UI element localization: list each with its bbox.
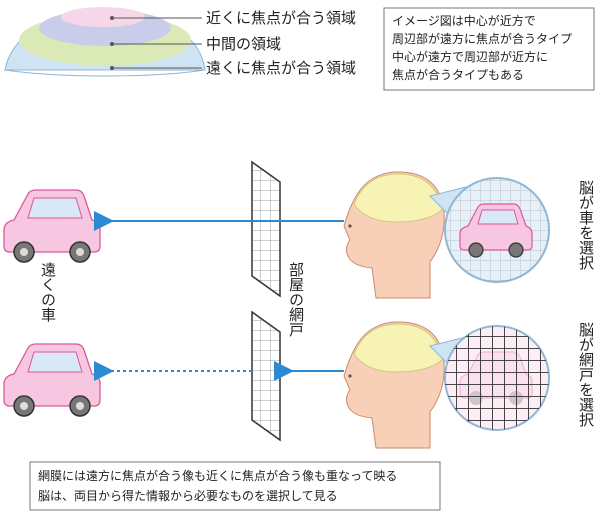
lens-near-zone (61, 7, 145, 27)
note-box: イメージ図は中心が近方で 周辺部が遠方に焦点が合うタイプ 中心が遠方で周辺部が近… (383, 7, 595, 91)
middle-zone-label: 中間の領域 (206, 35, 281, 53)
window-screen-top (251, 160, 281, 298)
far-zone-label: 遠くに焦点が合う領域 (206, 59, 356, 77)
brain-selects-screen-label: 脳が網戸を選択 (577, 322, 595, 428)
note-line-2: 周辺部が遠方に焦点が合うタイプ (392, 31, 572, 46)
note-line-4: 焦点が合うタイプもある (392, 67, 524, 82)
far-car-bottom (3, 343, 101, 417)
screen-label: 部屋の網戸 (287, 262, 305, 337)
explanation-line-1: 網膜には遠方に焦点が合う像も近くに焦点が合う像も重なって映る (38, 468, 397, 483)
brain-selects-car-label: 脳が車を選択 (577, 180, 595, 271)
far-car-label: 遠くの車 (39, 262, 57, 322)
explanation-box: 網膜には遠方に焦点が合う像も近くに焦点が合う像も重なって映る 脳は、両目から得た… (29, 461, 441, 511)
head-bottom (343, 321, 445, 449)
explanation-line-2: 脳は、両目から得た情報から必要なものを選択して見る (38, 488, 338, 503)
brain-view-screen (429, 325, 550, 431)
note-line-3: 中心が遠方で周辺部が近方に (392, 49, 548, 64)
contact-lens (4, 7, 206, 77)
window-screen-bottom (251, 310, 281, 442)
brain-view-car (429, 177, 550, 283)
head-top (343, 171, 445, 299)
far-car-top (3, 189, 101, 263)
note-line-1: イメージ図は中心が近方で (392, 13, 536, 28)
near-zone-label: 近くに焦点が合う領域 (206, 9, 356, 27)
